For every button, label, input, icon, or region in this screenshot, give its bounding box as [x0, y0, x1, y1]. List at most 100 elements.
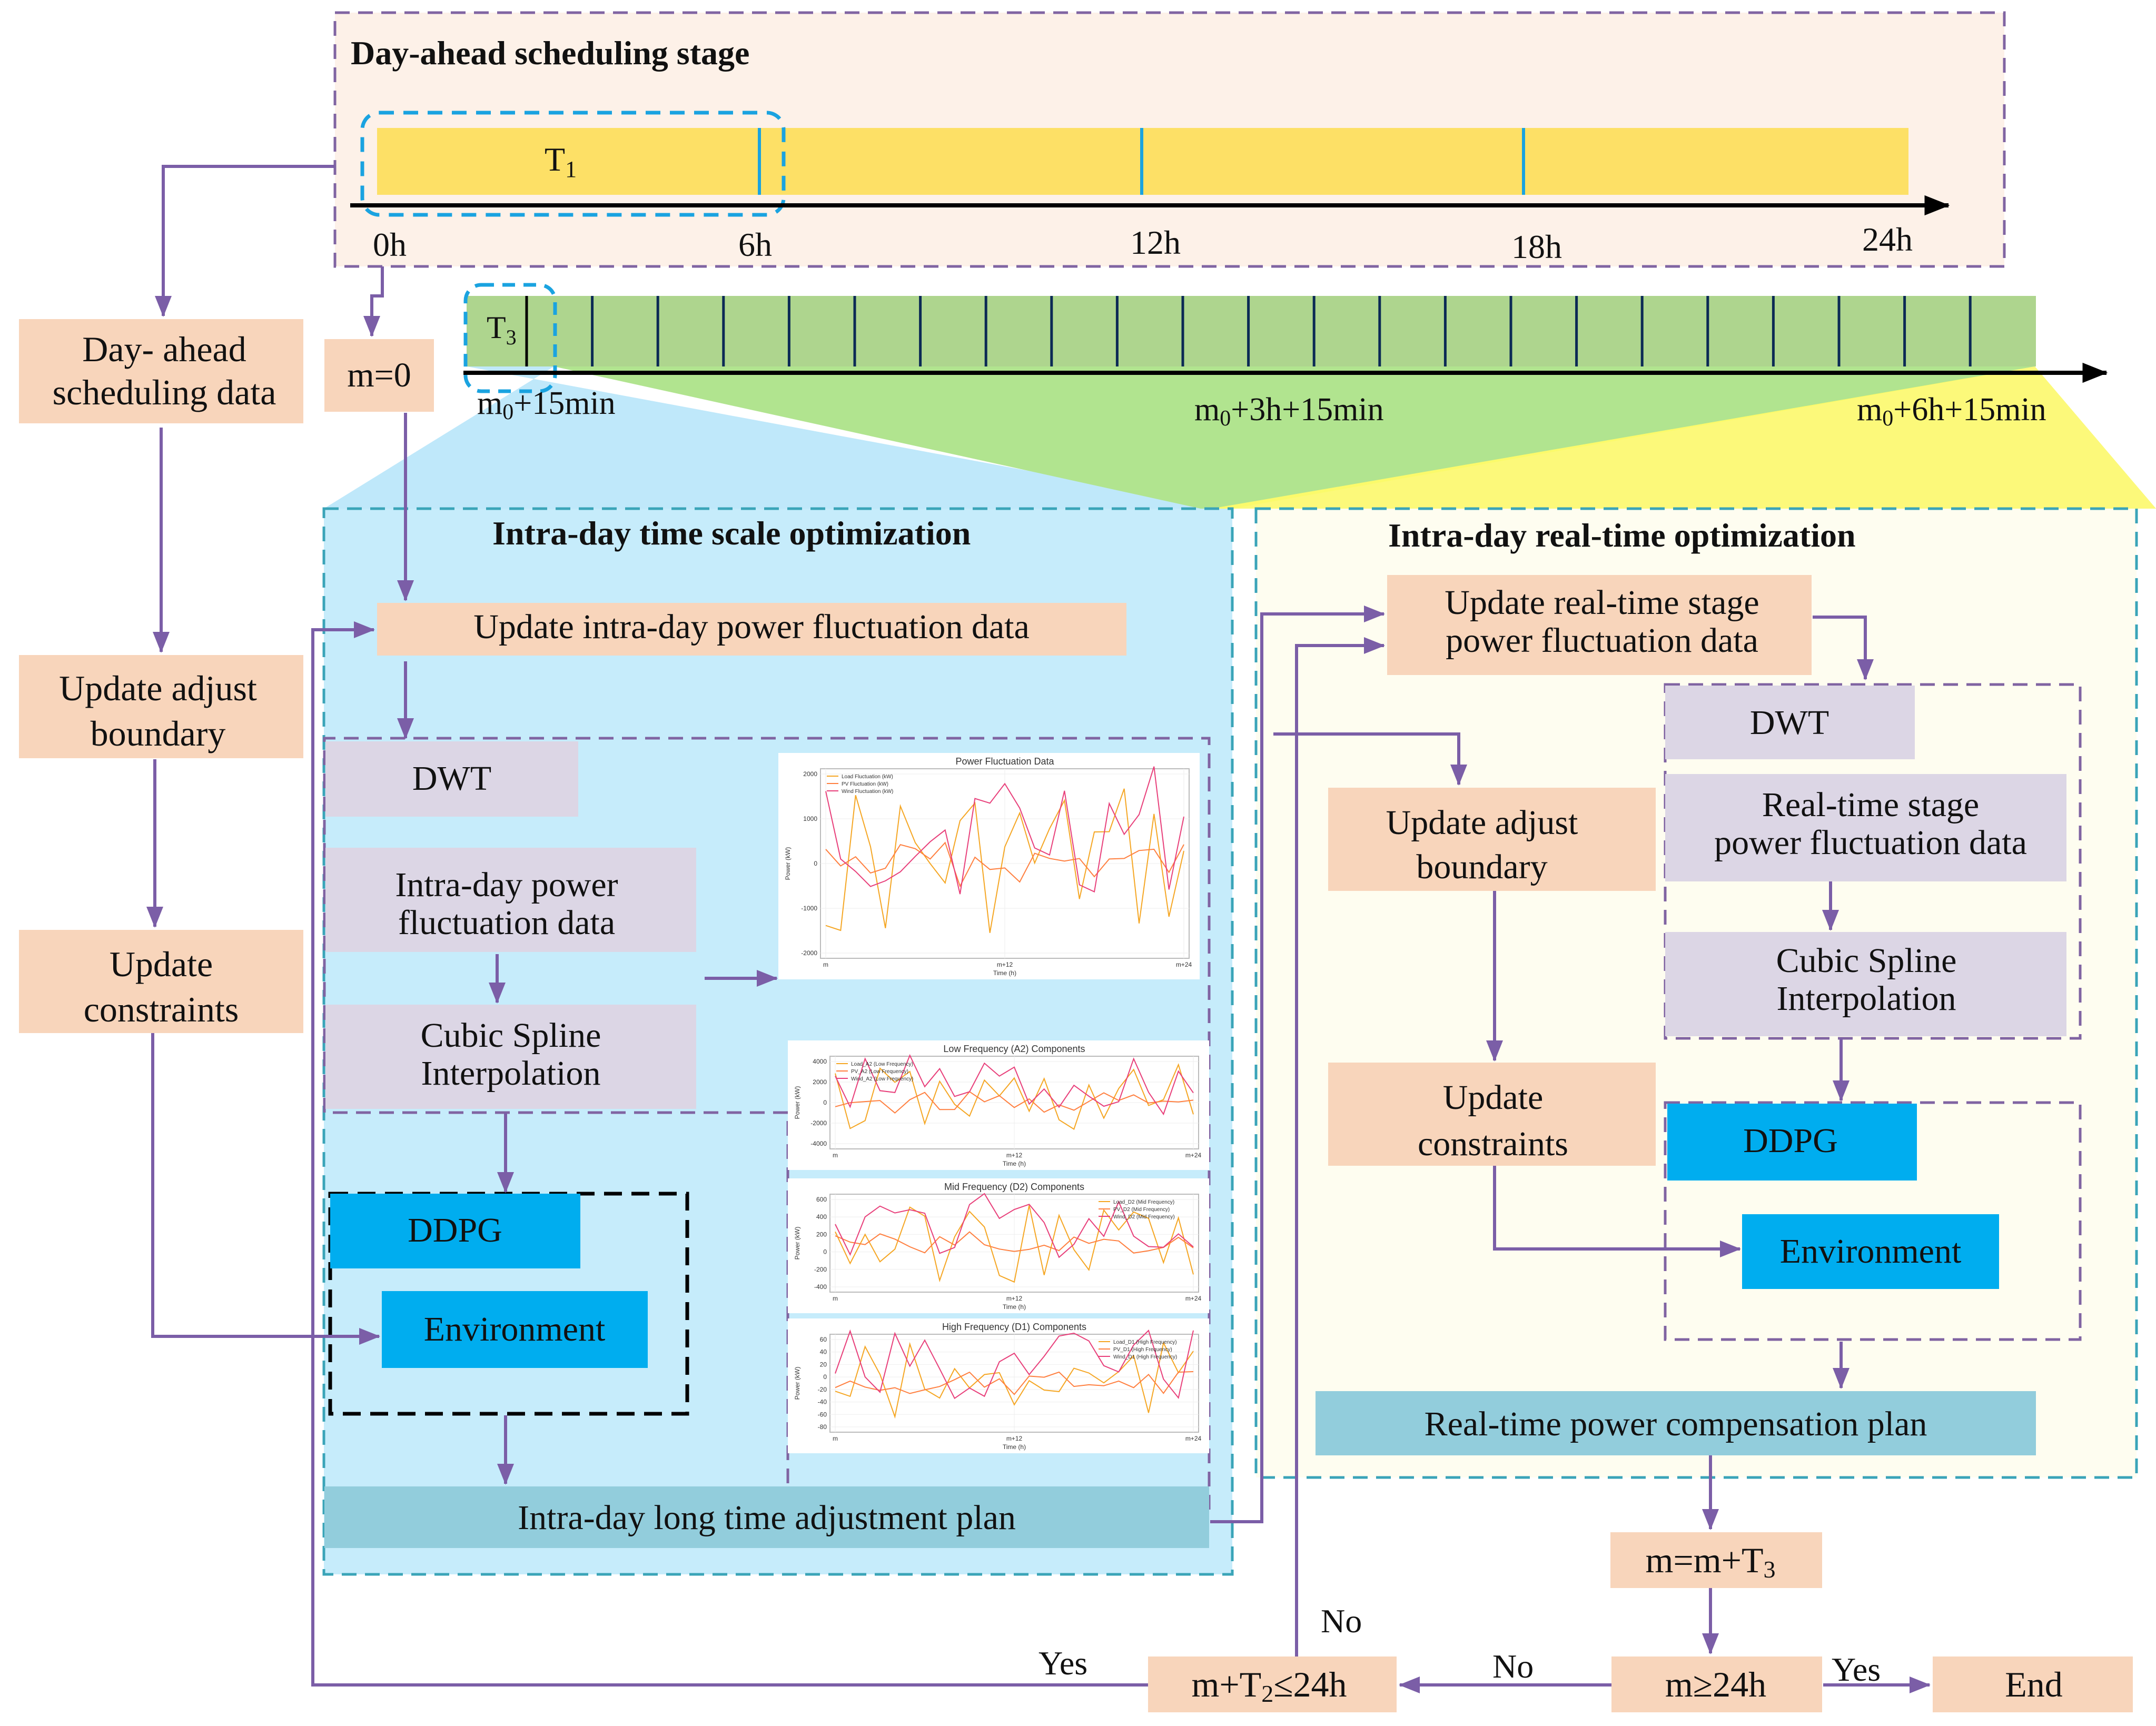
rt-spline-box [1665, 932, 2066, 1036]
svg-text:constraints: constraints [84, 989, 239, 1029]
svg-text:constraints: constraints [1418, 1125, 1568, 1163]
chart-ytick: -2000 [801, 949, 817, 957]
chart-xtick: m [823, 961, 828, 968]
chart-ytick: -20 [818, 1386, 827, 1393]
t3-window [463, 283, 557, 393]
chart-legend-entry: Load_A2 (Low Frequency) [851, 1062, 913, 1067]
svg-text:DDPG: DDPG [408, 1211, 502, 1249]
day-ahead-stage: Day-ahead scheduling stage T1 0h 6h 12h … [333, 11, 2006, 268]
chart-legend-entry: PV Fluctuation (kW) [842, 781, 888, 787]
svg-text:Intra-day power: Intra-day power [395, 866, 618, 904]
yes-label-check-t2: Yes [1039, 1644, 1087, 1682]
tick-24h: 24h [1862, 221, 1913, 258]
chart-legend-entry: PV_D2 (Mid Frequency) [1113, 1207, 1170, 1213]
svg-text:m=0: m=0 [347, 356, 411, 394]
chart-series-line [835, 1205, 1194, 1283]
yes-label-end: Yes [1832, 1651, 1881, 1688]
chart-ytick: -400 [814, 1283, 827, 1291]
chart-xtick: m+24 [1185, 1295, 1202, 1302]
day-ahead-data-box [19, 319, 303, 423]
chart-legend-entry: Wind_A2 (Low Frequency) [851, 1076, 913, 1082]
intra-dwt-box [325, 741, 578, 817]
axis-label-start: m0+15min [477, 385, 616, 424]
update-boundary-box [19, 655, 303, 758]
chart-xtick: m+24 [1185, 1435, 1202, 1442]
rt-update-data-box [1387, 575, 1812, 675]
chart-series-line [835, 1090, 1194, 1114]
chart-legend-entry: Wind_D1 (High Frequency) [1113, 1354, 1177, 1360]
chart-ytick: -4000 [810, 1140, 827, 1147]
chart-ytick: 60 [820, 1336, 827, 1343]
svg-text:boundary: boundary [91, 713, 226, 753]
intra-environment-box [382, 1291, 648, 1368]
rt-plan-box [1316, 1391, 2036, 1455]
chart-legend-entry: PV_A2 (Low Frequency) [851, 1069, 908, 1075]
chart-series-line [825, 788, 1184, 933]
chart-ytick: 600 [816, 1196, 827, 1203]
m-init-box [324, 339, 434, 412]
rt-analysis-region [1664, 683, 2082, 1040]
intra-day-title: Intra-day time scale optimization [492, 514, 971, 552]
chart-ytick: 2000 [813, 1078, 827, 1086]
chart-xtick: m [833, 1435, 838, 1442]
svg-text:Update: Update [110, 944, 213, 984]
chart-xtick: m+12 [997, 961, 1013, 968]
intra-ddpg-box [330, 1194, 580, 1268]
chart-series-line [835, 1054, 1194, 1116]
chart-ytick: -1000 [801, 905, 817, 912]
svg-text:m+T2≤24h: m+T2≤24h [1191, 1664, 1347, 1707]
no-label-check-t2: No [1321, 1602, 1362, 1640]
svg-text:Update intra-day power fluctua: Update intra-day power fluctuation data [473, 608, 1030, 646]
chart-ylabel: Power (kW) [784, 847, 792, 880]
svg-text:Intra-day long time adjustment: Intra-day long time adjustment plan [518, 1499, 1016, 1537]
chart-legend-entry: Load Fluctuation (kW) [842, 774, 893, 780]
svg-text:Update adjust: Update adjust [1386, 804, 1578, 842]
intraday-bar: T3 m0+15min m0+3h+15min m0+6h+15min [463, 283, 2108, 431]
check-24h-box [1611, 1656, 1822, 1712]
svg-text:DDPG: DDPG [1743, 1122, 1838, 1160]
check-t2-box [1148, 1656, 1397, 1712]
chart-xtick: m+24 [1176, 961, 1192, 968]
tick-12h: 12h [1130, 224, 1181, 261]
intra-fluct-data-box [325, 848, 696, 952]
intra-plan-box [324, 1486, 1209, 1548]
svg-text:m≥24h: m≥24h [1665, 1664, 1766, 1704]
end-box [1933, 1656, 2133, 1712]
chart-series-line [825, 841, 1184, 888]
rt-environment-box [1742, 1214, 1999, 1289]
intra-update-data-box [377, 603, 1126, 656]
chart-title: High Frequency (D1) Components [942, 1322, 1086, 1332]
svg-text:scheduling data: scheduling data [53, 372, 276, 412]
svg-text:Environment: Environment [424, 1310, 606, 1348]
m-update-box [1610, 1532, 1822, 1588]
svg-text:fluctuation data: fluctuation data [398, 904, 615, 942]
t1-window [360, 111, 786, 217]
t1-label: T1 [545, 141, 577, 182]
chart-ytick: -80 [818, 1423, 827, 1431]
tick-0h: 0h [373, 226, 407, 263]
svg-text:Interpolation: Interpolation [1777, 979, 1956, 1018]
svg-text:End: End [2005, 1664, 2063, 1704]
rt-fluct-data-box [1665, 774, 2066, 881]
svg-text:Day- ahead: Day- ahead [82, 329, 246, 369]
chart-ytick: 40 [820, 1348, 827, 1356]
chart-legend-entry: PV_D1 (High Frequency) [1113, 1347, 1172, 1353]
update-constraints-box [19, 930, 303, 1033]
rt-dwt-box [1665, 686, 1915, 759]
chart-ytick: 0 [823, 1099, 827, 1106]
real-time-panel: Intra-day real-time optimization Update … [1254, 507, 2138, 1479]
intra-spline-box [325, 1005, 696, 1109]
connectors [146, 165, 1931, 1693]
chart-legend-entry: Wind Fluctuation (kW) [842, 789, 893, 795]
chart-ylabel: Power (kW) [794, 1227, 801, 1260]
chart-xtick: m+12 [1006, 1152, 1023, 1159]
svg-text:Update adjust: Update adjust [59, 668, 257, 708]
chart-series-line [835, 1329, 1194, 1400]
chart-ytick: 0 [823, 1248, 827, 1256]
svg-text:Interpolation: Interpolation [421, 1054, 601, 1093]
chart-ytick: 0 [823, 1373, 827, 1381]
chart-series-line [835, 1063, 1194, 1130]
